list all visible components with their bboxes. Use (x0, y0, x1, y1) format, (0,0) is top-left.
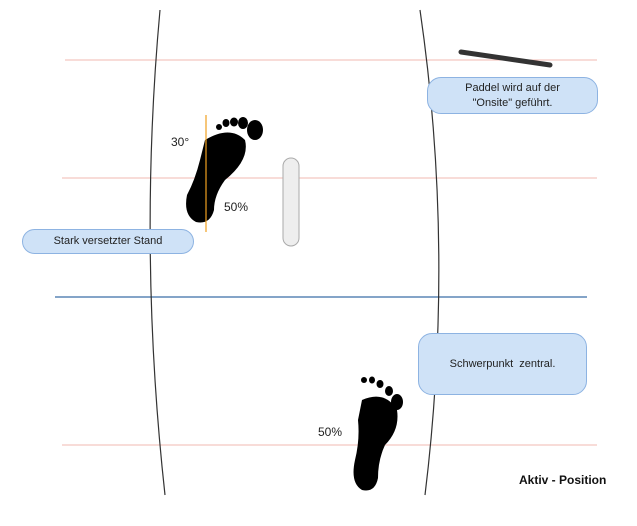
stance-callout: Stark versetzter Stand (22, 229, 194, 254)
paddle-callout: Paddel wird auf der "Onsite" geführt. (427, 77, 598, 114)
angle-label: 30° (171, 135, 190, 149)
fin-box (282, 157, 300, 247)
back-foot-weight-label: 50% (318, 425, 343, 439)
back-foot-icon (353, 376, 403, 491)
front-foot-icon (186, 117, 263, 223)
paddle-icon (458, 49, 553, 68)
center-callout: Schwerpunkt zentral. (418, 333, 587, 395)
diagram-title: Aktiv - Position (519, 473, 607, 487)
board-right-edge (419, 9, 440, 496)
front-foot-weight-label: 50% (224, 200, 249, 214)
